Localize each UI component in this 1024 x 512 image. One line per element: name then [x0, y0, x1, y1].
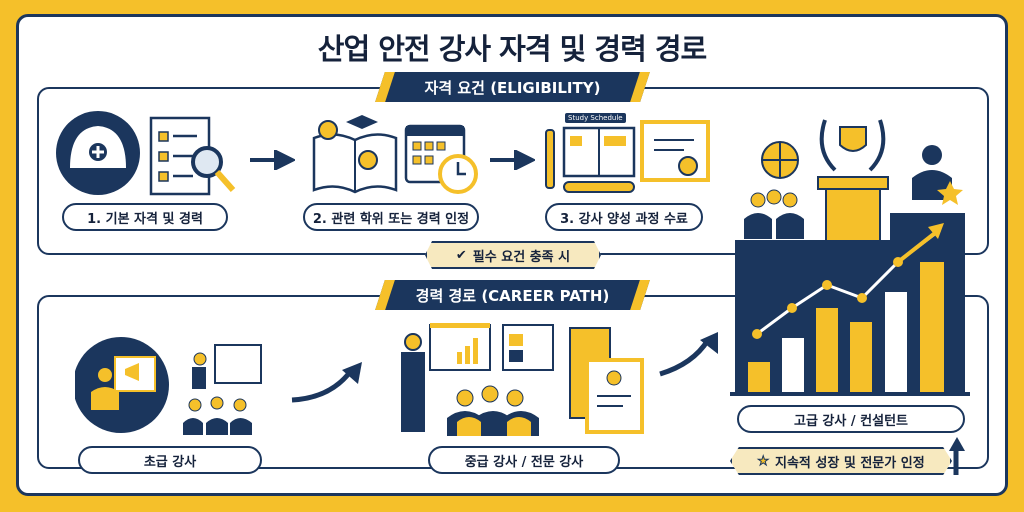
- career-banner-text: 경력 경로 (CAREER PATH): [415, 286, 610, 305]
- study-certificate-icon: [545, 120, 710, 193]
- eligibility-banner: 자격 요건 (ELIGIBILITY): [375, 72, 650, 102]
- requirement-met-badge: ✔ 필수 요건 충족 시: [425, 241, 601, 269]
- junior-instructor-icon: [75, 337, 262, 435]
- requirement-met-text: 필수 요건 충족 시: [472, 249, 571, 265]
- career-banner: 경력 경로 (CAREER PATH): [375, 280, 650, 310]
- growth-badge: ★지속적 성장 및 전문가 인정: [730, 447, 952, 475]
- arrow-right-icon: [250, 150, 295, 170]
- eligibility-banner-text: 자격 요건 (ELIGIBILITY): [424, 78, 601, 97]
- up-arrow-icon: [949, 437, 965, 475]
- page-title: 산업 안전 강사 자격 및 경력 경로: [317, 32, 707, 66]
- growth-chart-icon: [730, 119, 970, 396]
- study-schedule-tag: Study Schedule: [565, 113, 626, 123]
- star-icon: ★: [757, 453, 770, 469]
- step-3-label: 3. 강사 양성 과정 수료: [545, 203, 703, 231]
- curved-arrow-icon: [659, 332, 718, 377]
- senior-instructor-icon: [401, 323, 644, 436]
- degree-calendar-icon: [312, 115, 478, 194]
- mid-level-label: 중급 강사 / 전문 강사: [428, 446, 620, 474]
- check-icon: ✔: [455, 247, 467, 263]
- growth-text: 지속적 성장 및 전문가 인정: [774, 455, 925, 471]
- curved-arrow-icon: [291, 362, 362, 403]
- advanced-level-label: 고급 강사 / 컨설턴트: [737, 405, 965, 433]
- helmet-checklist-icon: [56, 111, 236, 196]
- arrow-right-icon: [490, 150, 535, 170]
- step-2-label: 2. 관련 학위 또는 경력 인정: [303, 203, 479, 231]
- step-1-label: 1. 기본 자격 및 경력: [62, 203, 228, 231]
- junior-level-label: 초급 강사: [78, 446, 262, 474]
